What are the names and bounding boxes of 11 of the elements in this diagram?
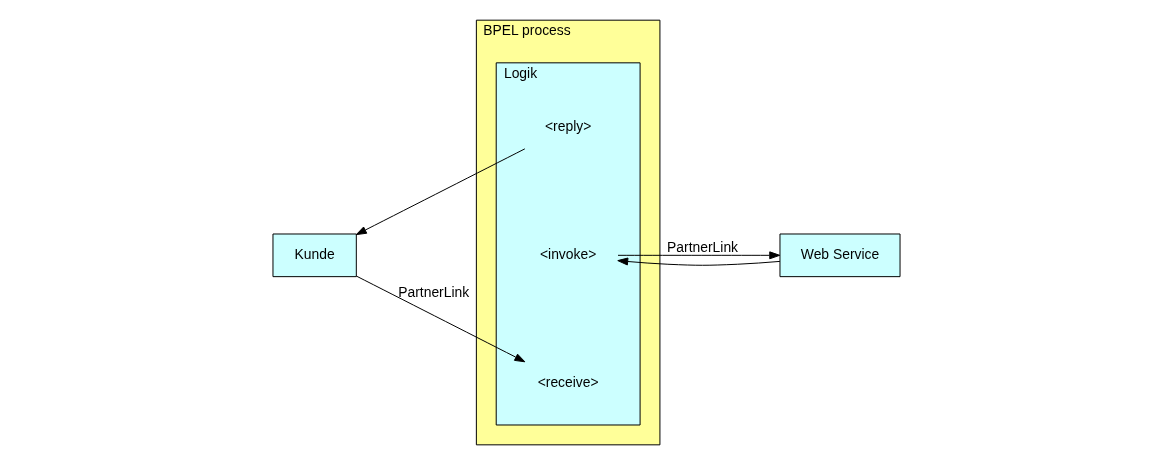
node-text: <receive> [537,373,599,390]
arrow [355,148,525,236]
arrow [616,257,780,266]
node-text: <reply> [544,118,591,134]
edge-label: PartnerLink [397,284,469,301]
arrow [355,275,525,363]
edge-label: PartnerLink [666,238,738,255]
arrow [617,251,780,260]
node-box: Web Service [779,233,901,278]
node-box: Kunde [271,233,357,278]
node-text: <invoke> [539,245,596,262]
